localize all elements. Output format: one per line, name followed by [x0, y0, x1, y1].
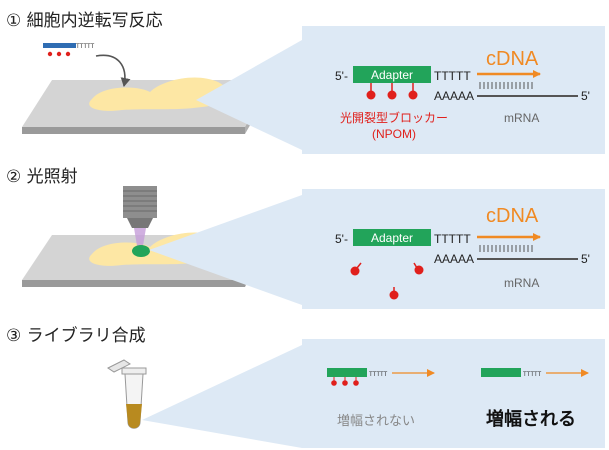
p1-polyA: AAAAA: [434, 89, 474, 103]
tube-cap: [107, 359, 131, 373]
step1-title: ① 細胞内逆転写反応: [6, 11, 163, 31]
step1-probe-blocker-3: [65, 51, 71, 57]
p2-adapter: [353, 229, 431, 246]
pcr-tube: [107, 359, 147, 429]
p1-polyT: TTTTT: [434, 69, 471, 83]
p3-right-polyT: TTTTT: [523, 372, 542, 378]
p3-left-polyT: TTTTT: [369, 372, 388, 378]
p2-released-blockers: [350, 262, 424, 300]
step2-title: ② 光照射: [6, 167, 78, 187]
step1-probe-blocker-2: [56, 51, 62, 57]
step2-slide-front: [22, 280, 245, 287]
step1-cell: [89, 77, 228, 111]
objective-tip: [127, 218, 153, 228]
step1-drop-arrow: [95, 54, 131, 87]
p2-polyA: AAAAA: [434, 252, 474, 266]
p3-amplified: 増幅される: [486, 408, 576, 429]
step1-probe-bar: [43, 43, 76, 48]
p1-blocker-label-line2: (NPOM): [372, 127, 416, 141]
step1-probe-polyT: TTTTT: [76, 44, 95, 50]
p1-cdna-label: cDNA: [486, 48, 539, 70]
p2-mrna-five-prime: 5': [581, 252, 590, 266]
step3-callout-wedge: [142, 345, 302, 448]
tube-liquid: [126, 404, 142, 429]
step3-title: ③ ライブラリ合成: [6, 326, 146, 346]
p2-base-pairs: [479, 245, 533, 252]
step1-slide-front: [22, 127, 245, 134]
p3-right-adapter: [481, 368, 521, 377]
p2-mrna-label: mRNA: [504, 276, 539, 290]
step1-panel-bg: [302, 26, 605, 154]
step1-callout-wedge: [196, 40, 302, 150]
p3-left-adapter: [327, 368, 367, 377]
light-beam: [134, 228, 146, 246]
p1-base-pairs: [479, 82, 533, 89]
p2-adapter-label: Adapter: [371, 231, 413, 245]
p1-blockers: [366, 83, 418, 100]
p2-polyT: TTTTT: [434, 232, 471, 246]
p1-mrna-label: mRNA: [504, 111, 539, 125]
p1-adapter-label: Adapter: [371, 68, 413, 82]
p1-five-prime: 5'-: [335, 69, 348, 83]
p3-not-amplified: 増幅されない: [337, 413, 415, 428]
objective-ridges: [123, 190, 157, 212]
p1-adapter: [353, 66, 431, 83]
p2-five-prime: 5'-: [335, 232, 348, 246]
step2-panel-bg: [302, 189, 605, 309]
step2-panel: 5'- Adapter TTTTT cDNA AAAAA 5' mRNA: [302, 189, 605, 309]
step2-callout-wedge: [149, 195, 302, 305]
step3-panel: TTTTT 増幅されない TTTTT 増幅される: [302, 339, 605, 448]
step3-panel-bg: [302, 339, 605, 448]
step1-probe-blocker-1: [47, 51, 53, 57]
p1-mrna-five-prime: 5': [581, 89, 590, 103]
step1-panel: 5'- Adapter TTTTT cDNA AAAAA 5' mRNA 光開裂…: [302, 26, 605, 154]
p3-left-blockers: [331, 377, 359, 386]
p1-blocker-label-line1: 光開裂型ブロッカー: [340, 110, 448, 125]
p2-cdna-label: cDNA: [486, 205, 539, 227]
tube-rim: [121, 367, 147, 375]
illuminated-spot: [132, 245, 150, 257]
